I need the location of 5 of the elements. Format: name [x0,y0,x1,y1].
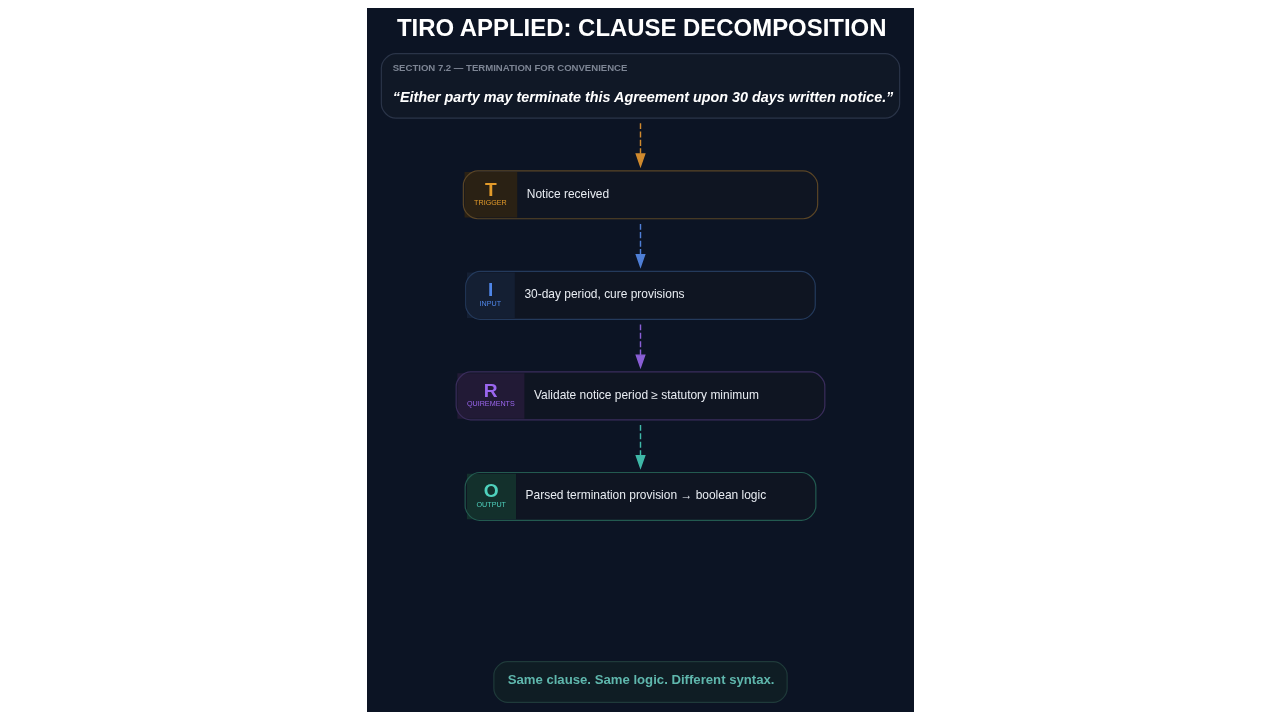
arrow [634,424,646,470]
diagram-title: TIRO APPLIED: CLAUSE DECOMPOSITION [396,13,886,41]
arrow [634,223,646,269]
arrow [634,122,646,169]
arrow [634,323,646,370]
